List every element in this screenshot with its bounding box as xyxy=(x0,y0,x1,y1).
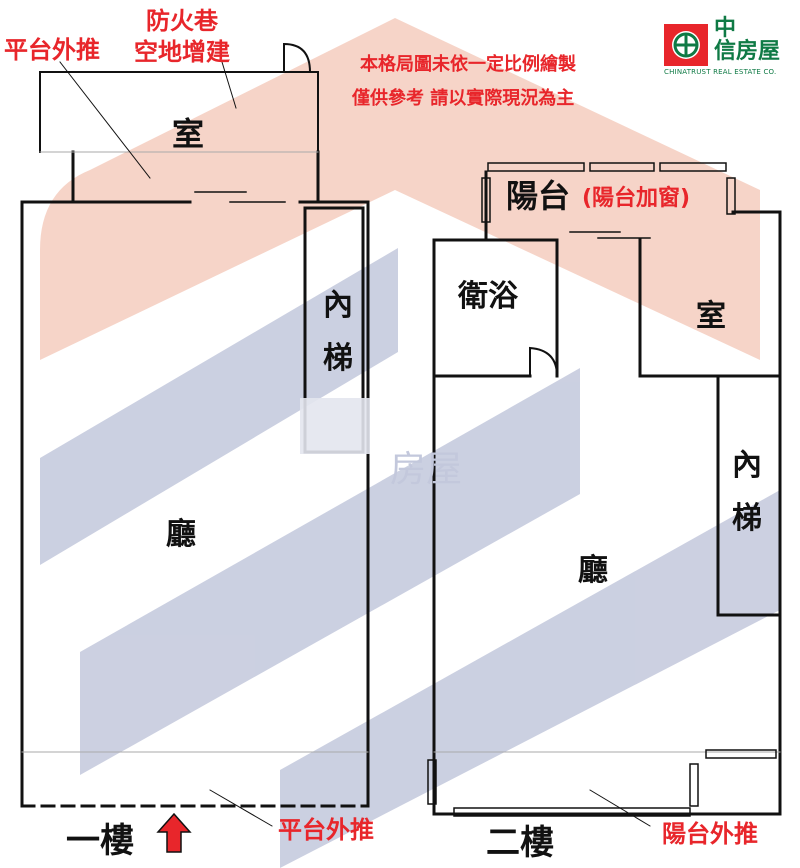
floor2-balcony-note: (陽台加窗) xyxy=(582,186,691,211)
floor2-living-room-label: 廳 xyxy=(578,553,608,588)
floor2-stair-box xyxy=(716,374,782,617)
floor2-balcony-label: 陽台 xyxy=(506,177,571,215)
stripe-watermark xyxy=(40,248,780,868)
floor1-annotation-platform-bottom: 平台外推 xyxy=(278,816,374,844)
floor1-caption: 一樓 xyxy=(66,821,134,861)
floor1-annotation-platform-top: 平台外推 xyxy=(4,36,100,64)
floor1-living-room-label: 廳 xyxy=(166,517,196,552)
floor2-annotation-balcony-bottom: 陽台外推 xyxy=(662,820,758,848)
floor2-bathroom-label: 衛浴 xyxy=(458,279,518,314)
floor1-annex-walls xyxy=(39,71,319,153)
floor1-stairs-label: 內梯 xyxy=(323,288,353,376)
floor2-plan xyxy=(427,162,782,827)
floor2-bath-door xyxy=(529,346,559,378)
floor2-stairs-label: 內梯 xyxy=(732,448,762,536)
floor1-annex-door xyxy=(283,42,312,74)
floor1-main-walls xyxy=(20,200,370,808)
watermark-logo-icon xyxy=(300,398,370,454)
brand-name-en: CHINATRUST REAL ESTATE CO. xyxy=(664,68,777,76)
watermark-text: 房屋 xyxy=(390,449,463,490)
entrance-arrow-icon xyxy=(156,812,192,853)
floor2-room-label: 室 xyxy=(696,299,726,334)
floor1-room-top-label: 室 xyxy=(172,115,205,153)
floor2-balcony-windows xyxy=(481,162,736,223)
chevron-watermark xyxy=(40,18,760,360)
floor2-caption: 二樓 xyxy=(486,823,554,863)
brand-name-zh: 中 信房屋 xyxy=(714,16,781,64)
disclaimer-line1: 本格局圖未依一定比例繪製 xyxy=(360,54,576,75)
brand-logo-icon xyxy=(664,24,708,66)
floor1-annotation-fire-lane: 防火巷 空地增建 xyxy=(134,7,230,67)
floor2-front-windows xyxy=(427,749,777,817)
disclaimer-line2: 僅供參考 請以實際現況為主 xyxy=(352,88,575,109)
